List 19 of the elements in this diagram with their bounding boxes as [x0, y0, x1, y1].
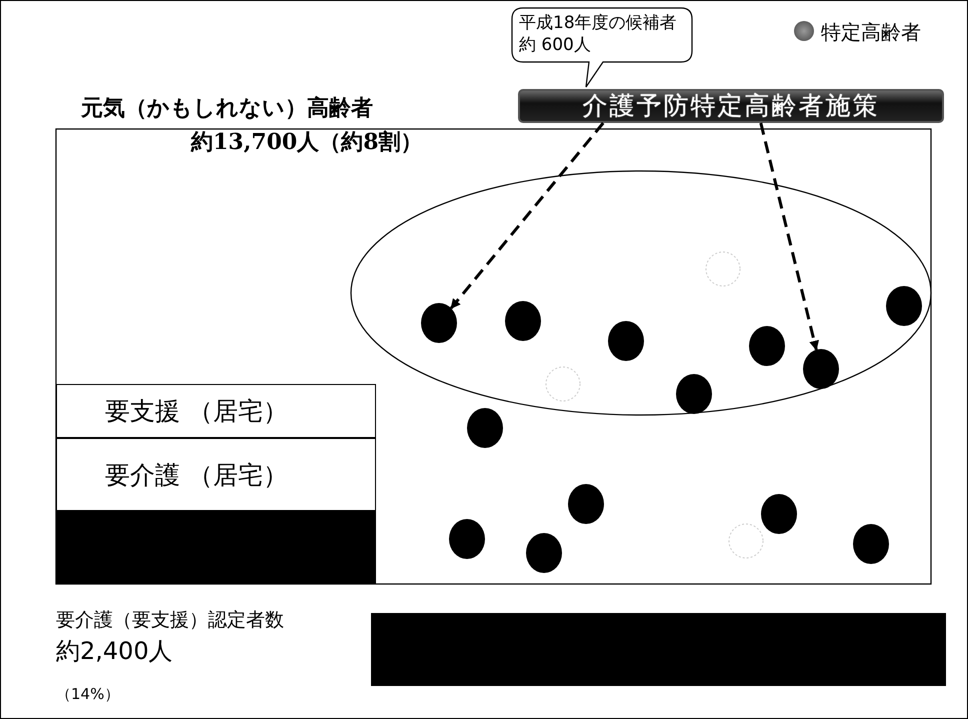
label-text: （14%）: [56, 685, 120, 704]
row-text: 要支援 （居宅）: [105, 396, 288, 428]
dot: [803, 349, 839, 389]
arrow: [450, 122, 604, 310]
label-text: 約2,400人: [56, 636, 173, 667]
banner: 介護予防特定高齢者施策: [518, 89, 944, 123]
category-row: [56, 384, 376, 438]
label-text: 元気（かもしれない）高齢者: [81, 94, 373, 123]
category-row: [56, 438, 376, 511]
dot: [421, 303, 457, 343]
filled-block: [56, 511, 376, 584]
label-text: 約13,700人（約8割）: [191, 128, 423, 157]
callout-text: 平成18年度の候補者約 600人: [519, 12, 678, 56]
speech-bubble: [511, 7, 693, 89]
row-text: 要介護 （居宅）: [105, 459, 288, 491]
filled-block: [371, 613, 946, 686]
legend-text: 特定高齢者: [821, 19, 921, 46]
label-text: 要介護（要支援）認定者数: [56, 608, 284, 633]
arrow: [759, 122, 819, 351]
